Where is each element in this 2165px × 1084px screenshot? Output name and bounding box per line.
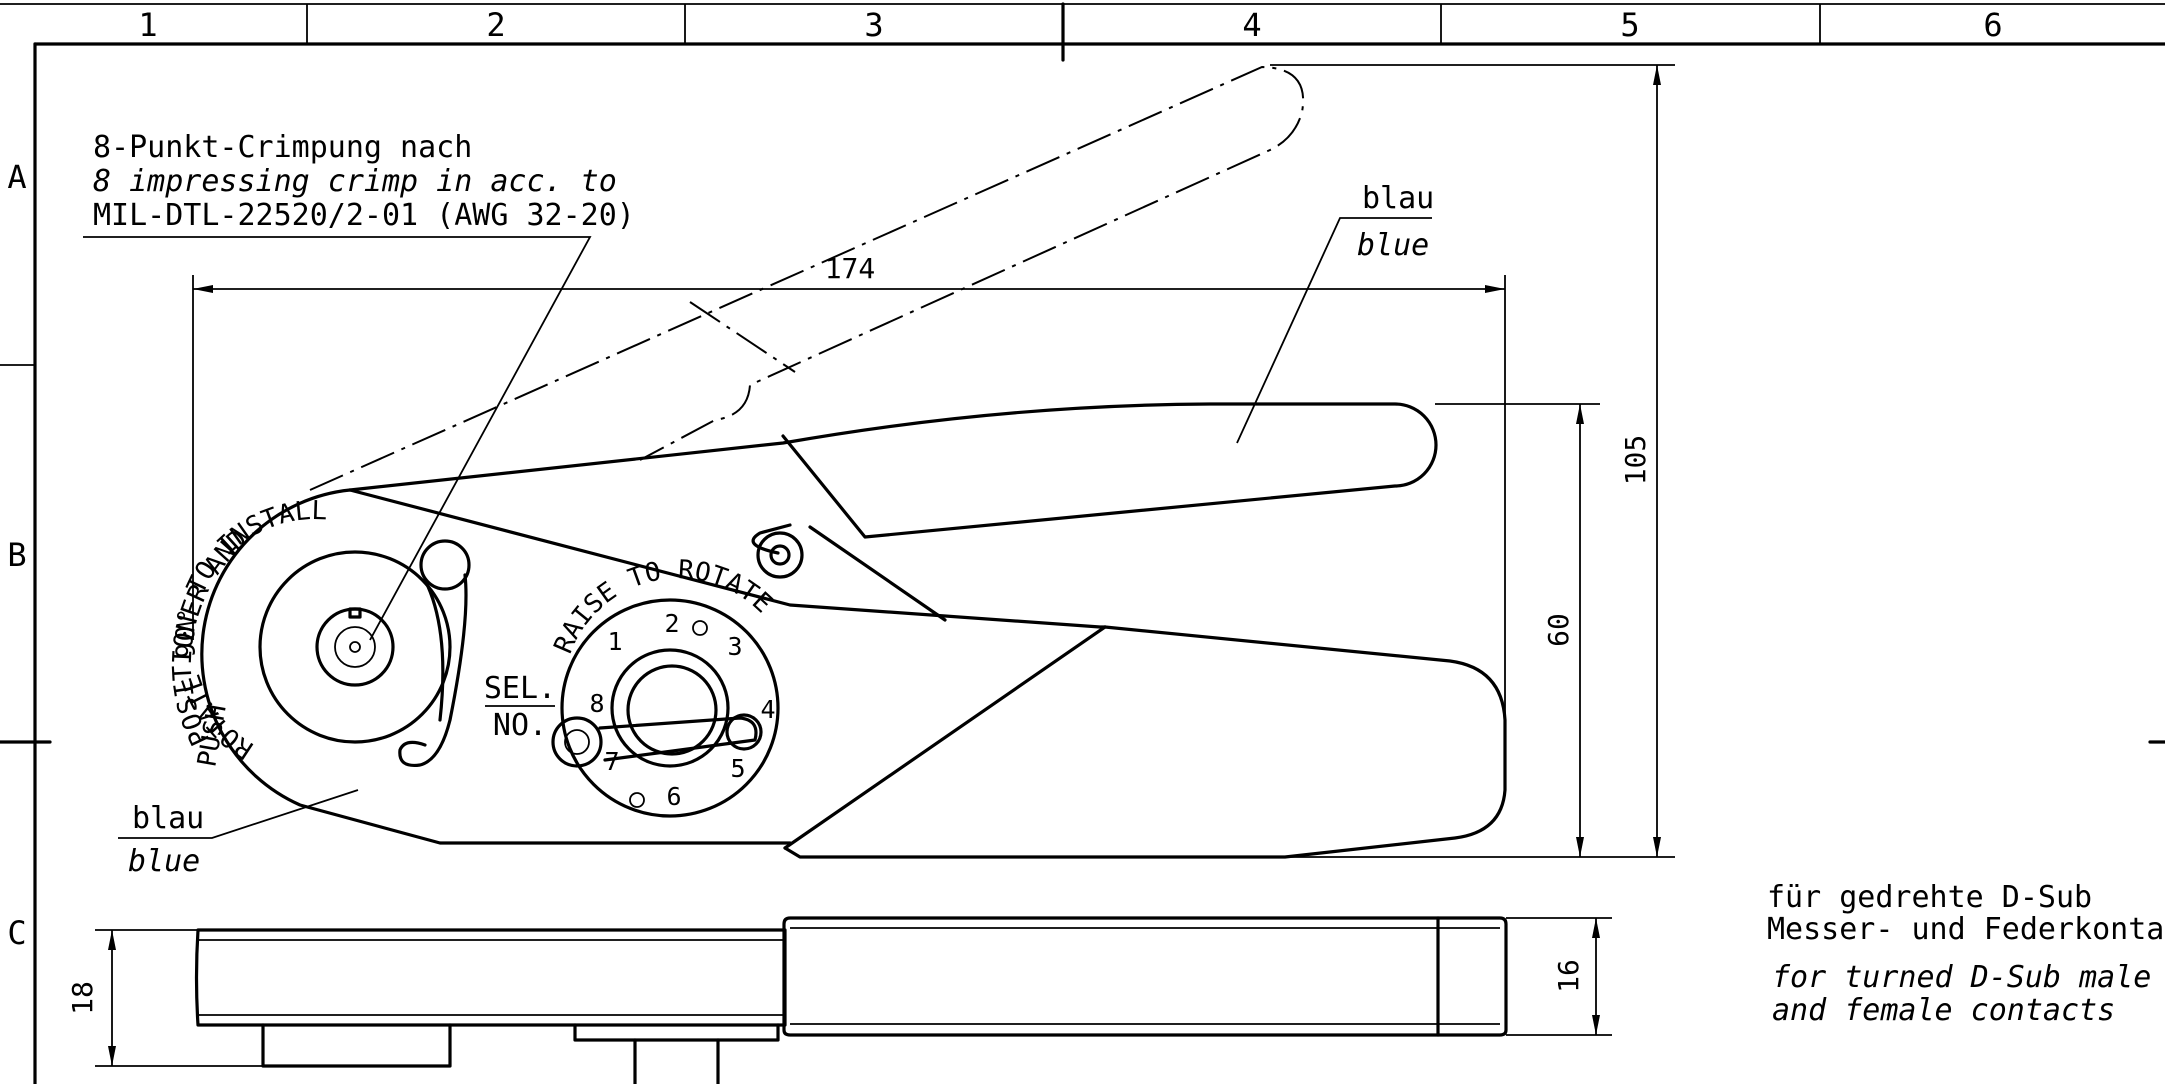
dimension-105-label: 105 bbox=[1619, 435, 1652, 486]
head-color-english: blue bbox=[128, 844, 200, 879]
dimension-handle-thickness: 16 bbox=[1506, 917, 1612, 1036]
note-german-line-1: für gedrehte D-Sub bbox=[1767, 880, 2092, 915]
dimension-closed-height: 60 bbox=[1435, 403, 1600, 857]
grid-row-labels: A B C bbox=[7, 158, 26, 952]
sel-label-top: SEL. bbox=[484, 671, 556, 706]
dial-position-7: 7 bbox=[604, 747, 619, 776]
dial-position-4: 4 bbox=[760, 695, 775, 724]
dial-position-1: 1 bbox=[607, 627, 622, 656]
note-english-line-1: for turned D-Sub male bbox=[1772, 960, 2151, 995]
grid-column-labels: 1 2 3 4 5 6 bbox=[138, 6, 2002, 44]
note-english-line-2: and female contacts bbox=[1772, 993, 2115, 1028]
dimension-16-label: 16 bbox=[1552, 959, 1585, 993]
application-note: für gedrehte D-Sub Messer- und Federkont… bbox=[1767, 880, 2165, 1028]
dimension-60-label: 60 bbox=[1542, 613, 1575, 647]
open-handle-phantom-outline bbox=[309, 65, 1305, 491]
crimp-callout-english: 8 impressing crimp in acc. to bbox=[93, 164, 617, 199]
column-label-1: 1 bbox=[138, 6, 157, 44]
column-label-6: 6 bbox=[1983, 6, 2002, 44]
crimp-tool-top-view bbox=[194, 916, 1508, 1084]
handle-color-callout: blau blue bbox=[1357, 181, 1434, 263]
crimp-callout-german: 8-Punkt-Crimpung nach bbox=[93, 130, 472, 165]
dial-position-2: 2 bbox=[664, 609, 679, 638]
dial-position-5: 5 bbox=[730, 754, 745, 783]
dimension-174-label: 174 bbox=[825, 252, 876, 285]
crimp-callout: 8-Punkt-Crimpung nach 8 impressing crimp… bbox=[93, 130, 635, 233]
dimension-head-thickness: 18 bbox=[66, 929, 263, 1067]
row-label-a: A bbox=[7, 158, 26, 196]
column-label-2: 2 bbox=[486, 6, 505, 44]
raise-to-rotate-text: RAISE TO ROTATE bbox=[549, 555, 778, 658]
note-german-line-2: Messer- und Federkontakte bbox=[1767, 912, 2165, 947]
dial-position-8: 8 bbox=[589, 689, 604, 718]
dial-position-3: 3 bbox=[727, 632, 742, 661]
dimension-18-label: 18 bbox=[66, 981, 99, 1015]
dial-position-6: 6 bbox=[666, 782, 681, 811]
selector-dial bbox=[560, 598, 780, 818]
crimp-tool-side-view bbox=[83, 217, 1507, 859]
crimp-callout-spec: MIL-DTL-22520/2-01 (AWG 32-20) bbox=[93, 198, 635, 233]
column-label-3: 3 bbox=[864, 6, 883, 44]
column-label-4: 4 bbox=[1242, 6, 1261, 44]
head-color-german: blau bbox=[132, 801, 204, 836]
sel-label-bottom: NO. bbox=[493, 708, 547, 743]
row-label-c: C bbox=[7, 914, 26, 952]
handle-color-german: blau bbox=[1362, 181, 1434, 216]
row-label-b: B bbox=[7, 536, 26, 574]
positioner-disc bbox=[258, 550, 452, 744]
head-color-callout: blau blue bbox=[128, 801, 204, 879]
column-label-5: 5 bbox=[1620, 6, 1639, 44]
handle-color-english: blue bbox=[1357, 228, 1429, 263]
dimension-overall-height: 105 bbox=[1270, 64, 1675, 858]
dimension-overall-length: 174 bbox=[192, 252, 1506, 720]
